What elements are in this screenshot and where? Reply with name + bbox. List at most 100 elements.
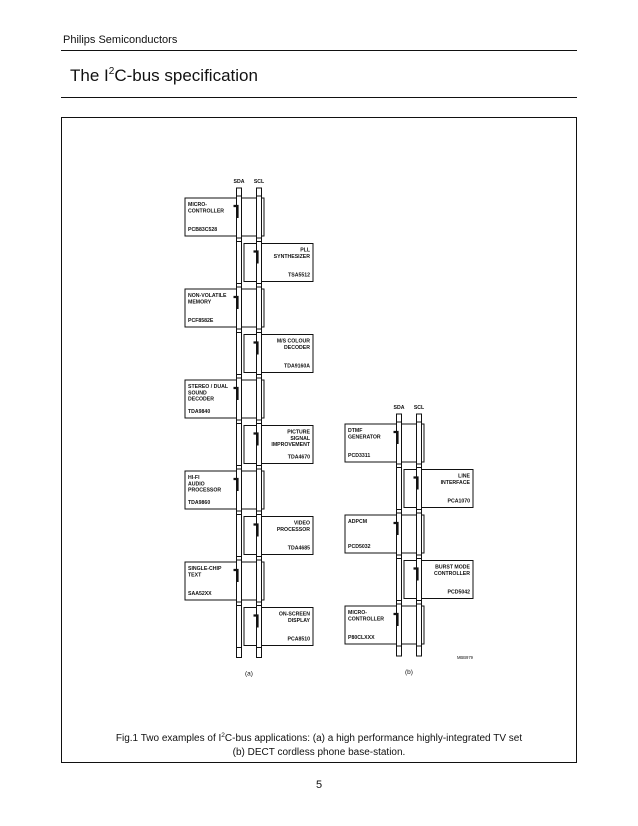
device-left-4-name-line: DECODER bbox=[188, 397, 214, 403]
device-left-5-sda-wire bbox=[236, 423, 242, 466]
device-left-2-part-number: PCF8582E bbox=[188, 318, 214, 324]
device-right-2-part-number: PCD5032 bbox=[348, 544, 371, 550]
device-left-5-part-number: TDA4670 bbox=[288, 455, 310, 461]
device-left-6-box bbox=[184, 470, 265, 510]
device-left-5-connection bbox=[253, 432, 259, 446]
device-right-1-sda-wire bbox=[396, 467, 402, 510]
i2c-bus-diagram: SDA SCL MICRO- CONTROLLER PCB83C528PLLSYNTHE… bbox=[184, 179, 474, 678]
device-right-4-part-number: P80CLXXX bbox=[348, 635, 375, 641]
device-left-0-name-line: MICRO- bbox=[188, 202, 207, 208]
device-right-2-name-line: ADPCM bbox=[348, 519, 367, 525]
scl-label-right: SCL bbox=[414, 405, 425, 411]
device-left-9-name-line: DISPLAY bbox=[288, 618, 311, 624]
device-left-5-box bbox=[243, 425, 314, 464]
device-left-2-scl-wire bbox=[256, 286, 262, 330]
device-left-7-part-number: TDA4685 bbox=[288, 546, 310, 552]
caption-pre: Fig.1 Two examples of I bbox=[115, 733, 222, 744]
device-left-4-part-number: TDA9840 bbox=[188, 409, 210, 415]
device-left-9-part-number: PCA8510 bbox=[288, 637, 311, 643]
device-left-0-scl-wire bbox=[256, 195, 262, 239]
device-left-3-name-line: DECODER bbox=[284, 345, 310, 351]
device-left-9-box bbox=[243, 607, 314, 646]
company-name: Philips Semiconductors bbox=[63, 34, 178, 46]
device-left-1-name-line: SYNTHESIZER bbox=[274, 254, 311, 260]
device-left-4-box bbox=[184, 379, 265, 419]
title-post: C-bus specification bbox=[114, 66, 258, 85]
device-right-3-part-number: PCD5042 bbox=[448, 590, 471, 596]
device-left-5-name-line: IMPROVEMENT bbox=[271, 442, 310, 448]
device-left-9-sda-wire bbox=[236, 605, 242, 648]
device-left-6-name-line: PROCESSOR bbox=[188, 488, 221, 494]
device-right-1-connection bbox=[413, 476, 419, 490]
device-right-0-name-line: DTMF bbox=[348, 428, 362, 434]
page-title: The I2C-bus specification bbox=[70, 66, 258, 86]
subfigure-label-right: (b) bbox=[405, 669, 413, 676]
device-left-0-part-number: PCB83C528 bbox=[188, 227, 217, 233]
device-right-1-name-line: INTERFACE bbox=[441, 480, 471, 486]
device-left-6-connection bbox=[233, 477, 239, 491]
device-left-0-box bbox=[184, 197, 265, 237]
device-left-3-part-number: TDA9160A bbox=[284, 364, 310, 370]
sda-line-left bbox=[236, 187, 242, 658]
header-rule bbox=[61, 50, 577, 51]
device-left-2-name-line: MEMORY bbox=[188, 299, 212, 305]
device-right-0-connection bbox=[393, 430, 399, 444]
device-right-1-box bbox=[403, 469, 474, 508]
scl-line-left bbox=[256, 187, 262, 658]
device-right-1-part-number: PCA1070 bbox=[448, 499, 471, 505]
title-superscript: 2 bbox=[108, 66, 115, 77]
diagram-right bbox=[344, 413, 474, 657]
title-rule bbox=[61, 97, 577, 98]
device-right-2-connection bbox=[393, 521, 399, 535]
device-left-8-part-number: SAA52XX bbox=[188, 591, 212, 597]
device-left-8-box bbox=[184, 561, 265, 601]
device-left-9-connection bbox=[253, 614, 259, 628]
device-left-1-sda-wire bbox=[236, 241, 242, 284]
device-left-5-name-line: SIGNAL bbox=[290, 436, 310, 442]
device-left-1-part-number: TSA5512 bbox=[288, 273, 310, 279]
device-right-3-name-line: BURST MODE bbox=[435, 565, 470, 571]
device-left-4-name-line: SOUND bbox=[188, 390, 207, 396]
device-left-1-name-line: PLL bbox=[300, 248, 311, 254]
device-left-3-box bbox=[243, 334, 314, 373]
device-left-1-connection bbox=[253, 250, 259, 264]
device-left-8-scl-wire bbox=[256, 559, 262, 603]
caption-line2: (b) DECT cordless phone base-station. bbox=[232, 747, 406, 758]
device-right-2-box bbox=[344, 514, 425, 554]
device-left-6-name-line: HI-FI bbox=[188, 475, 200, 481]
page-number: 5 bbox=[315, 779, 323, 791]
device-right-4-name-line: CONTROLLER bbox=[348, 616, 384, 622]
device-left-8-name-line: TEXT bbox=[188, 572, 202, 578]
device-left-7-connection bbox=[253, 523, 259, 537]
device-left-5-name-line: PICTURE bbox=[287, 430, 310, 436]
subfigure-label-left: (a) bbox=[245, 671, 253, 678]
device-left-0-connection bbox=[233, 204, 239, 218]
figure-reference: MBB979 bbox=[457, 655, 474, 660]
scl-label-left: SCL bbox=[254, 179, 265, 185]
device-left-1-box bbox=[243, 243, 314, 282]
device-left-7-name-line: VIDEO bbox=[294, 521, 310, 527]
device-left-7-sda-wire bbox=[236, 514, 242, 557]
device-right-3-sda-wire bbox=[396, 558, 402, 601]
device-left-9-name-line: ON-SCREEN bbox=[279, 612, 310, 618]
caption-post: C-bus applications: (a) a high performan… bbox=[224, 733, 523, 744]
device-right-3-connection bbox=[413, 567, 419, 581]
device-right-4-box bbox=[344, 605, 425, 645]
device-right-2-scl-wire bbox=[416, 512, 422, 556]
device-left-8-name-line: SINGLE-CHIP bbox=[188, 566, 222, 572]
title-pre: The I bbox=[70, 66, 109, 85]
caption-superscript: 2 bbox=[221, 732, 225, 739]
device-left-6-part-number: TDA9860 bbox=[188, 500, 210, 506]
device-left-6-name-line: AUDIO bbox=[188, 481, 205, 487]
device-right-4-scl-wire bbox=[416, 603, 422, 647]
device-left-3-sda-wire bbox=[236, 332, 242, 375]
device-right-3-box bbox=[403, 560, 474, 599]
device-left-3-connection bbox=[253, 341, 259, 355]
device-left-4-scl-wire bbox=[256, 377, 262, 421]
device-left-7-box bbox=[243, 516, 314, 555]
device-left-6-scl-wire bbox=[256, 468, 262, 512]
device-left-3-name-line: M/S COLOUR bbox=[277, 339, 310, 345]
device-right-0-name-line: GENERATOR bbox=[348, 434, 381, 440]
device-right-1-name-line: LINE bbox=[458, 474, 470, 480]
sda-label-right: SDA bbox=[394, 405, 405, 411]
